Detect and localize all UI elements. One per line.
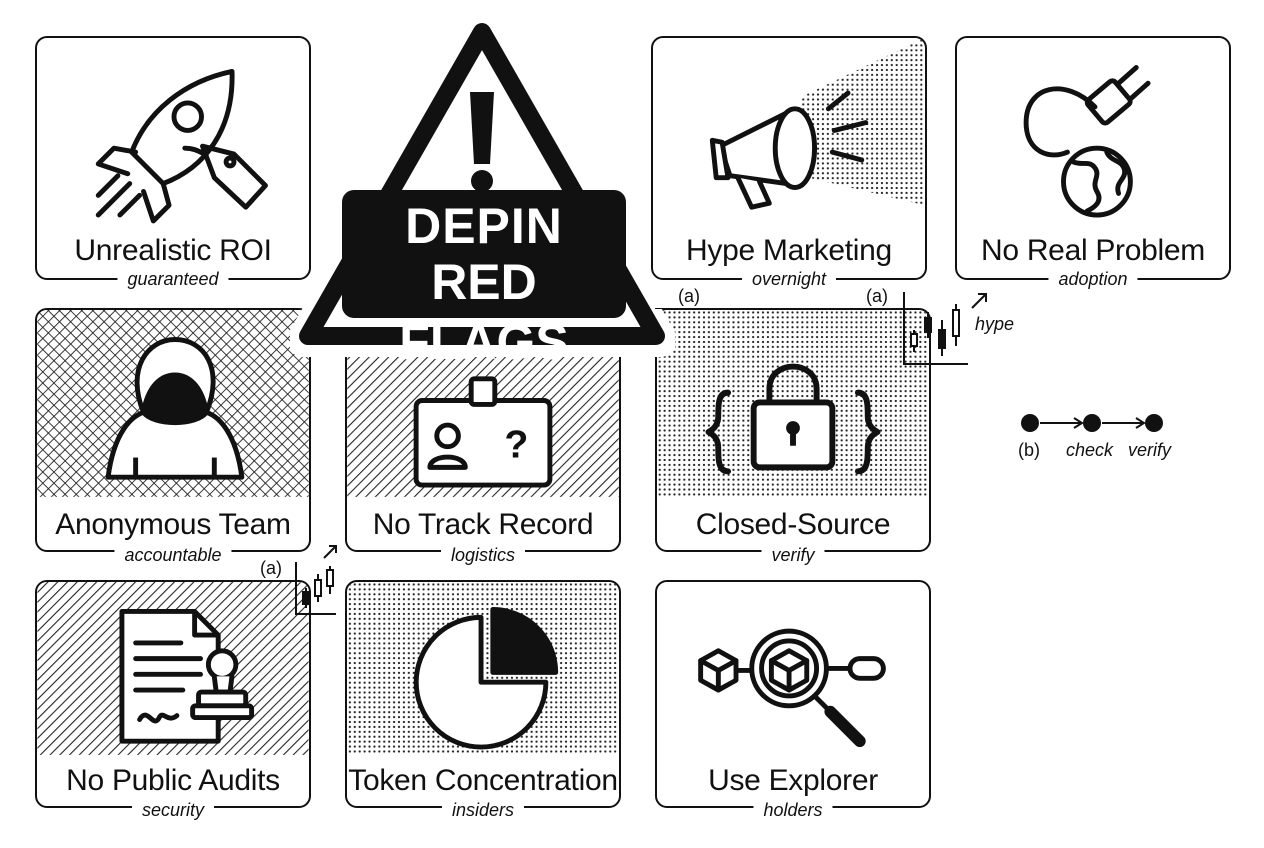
annotation-check: check xyxy=(1066,440,1114,460)
magnifier-blocks-icon xyxy=(698,628,886,748)
document-stamp-icon xyxy=(37,582,309,755)
padlock-braces-icon xyxy=(657,310,929,497)
megaphone-icon xyxy=(709,38,925,210)
card-tag: verify xyxy=(761,544,825,566)
card-no-public-audits: No Public Audits xyxy=(35,580,311,808)
card-title: Anonymous Team xyxy=(55,508,291,541)
card-hype-marketing: Hype Marketing xyxy=(651,36,927,280)
annotation-a: (a) xyxy=(866,286,888,306)
check-verify-flow-icon xyxy=(1021,414,1163,432)
card-tag: insiders xyxy=(441,799,525,821)
annotation-a: (a) xyxy=(260,558,282,578)
main-title-line1: DEPIN xyxy=(405,198,563,254)
candlestick-chart-icon xyxy=(295,545,337,615)
annotation-a: (a) xyxy=(678,286,700,306)
card-tag: logistics xyxy=(440,544,526,566)
pie-chart-icon xyxy=(347,582,619,755)
card-token-concentration: Token Concentration xyxy=(345,580,621,808)
plug-globe-icon xyxy=(1023,65,1151,218)
annotation-line xyxy=(655,308,891,309)
card-use-explorer: Use Explorer xyxy=(655,580,931,808)
card-anonymous-team: Anonymous Team xyxy=(35,308,311,552)
card-title: No Track Record xyxy=(372,508,594,541)
warning-triangle-icon xyxy=(290,18,675,357)
card-tag: security xyxy=(131,799,215,821)
card-tag: guaranteed xyxy=(117,268,229,290)
annotation-hype: hype xyxy=(975,314,1015,334)
card-title: Token Concentration xyxy=(348,764,618,797)
card-no-real-problem: No Real Problem xyxy=(955,36,1231,280)
card-unrealistic-roi: Unrealistic ROI xyxy=(35,36,311,280)
card-title: No Real Problem xyxy=(981,234,1205,267)
main-title-line2: RED FLAGS xyxy=(399,254,569,370)
card-title: No Public Audits xyxy=(66,764,280,797)
card-title: Closed-Source xyxy=(695,508,891,541)
annotation-b: (b) xyxy=(1018,440,1040,460)
card-closed-source: Closed-Source xyxy=(655,308,931,552)
card-title: Unrealistic ROI xyxy=(74,234,272,267)
card-tag: accountable xyxy=(114,544,232,566)
annotation-verify: verify xyxy=(1128,440,1172,460)
card-tag: holders xyxy=(753,799,833,821)
card-tag: adoption xyxy=(1048,268,1138,290)
candlestick-chart-icon xyxy=(903,292,987,365)
card-title: Use Explorer xyxy=(708,764,878,797)
hooded-figure-icon xyxy=(37,310,309,497)
card-tag: overnight xyxy=(741,268,837,290)
rocket-icon xyxy=(95,68,268,224)
svg-text:?: ? xyxy=(504,423,528,467)
card-title: Hype Marketing xyxy=(686,234,892,267)
